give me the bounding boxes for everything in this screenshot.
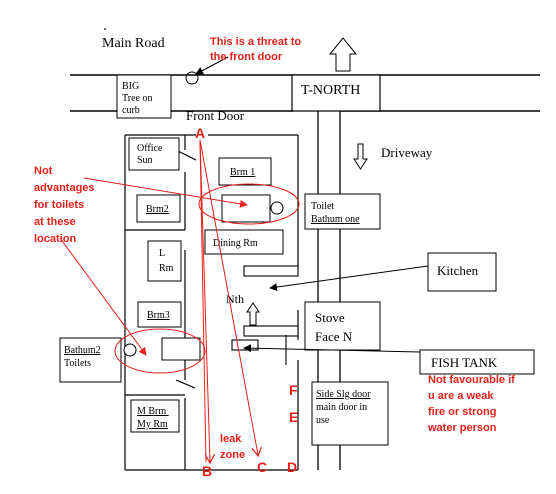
threat-annotation: This is a threat to the front door <box>210 36 304 63</box>
dining-label: Dining Rm <box>213 238 258 249</box>
fish-tank-box <box>419 349 535 375</box>
main-road-label: Main Road <box>102 36 165 51</box>
front-door-label: Front Door <box>186 108 245 123</box>
nth-arrow-icon <box>246 302 260 326</box>
marker-b: B <box>202 463 212 479</box>
marker-f: F <box>289 382 298 398</box>
t-north-label: T-NORTH <box>301 83 360 98</box>
side-door-box <box>311 381 389 446</box>
brm3-label: Brm3 <box>147 310 170 321</box>
toilet-bowl-icon-2 <box>123 343 137 357</box>
fish-tank-label: FISH TANK <box>431 355 498 370</box>
bathum2-box <box>59 337 122 383</box>
side-door-label: Side Slg door main door in use <box>316 389 373 426</box>
stove-label: Stove Face N <box>315 310 353 344</box>
office-room <box>128 137 180 171</box>
north-arrow-icon <box>328 37 358 72</box>
toilet-brm1 <box>221 194 271 223</box>
master-bedroom-label: M Brm My Rm <box>137 406 169 430</box>
office-label: Office Sun <box>137 143 165 166</box>
brm2-room <box>136 194 181 223</box>
not-advantages-annotation: Not advantages for toilets at these loca… <box>34 165 98 245</box>
driveway-label: Driveway <box>381 145 433 160</box>
master-bedroom <box>130 399 180 433</box>
dining-room <box>204 229 284 255</box>
l-room-label: L Rm <box>159 248 174 274</box>
leak-zone-annotation: leak zone <box>220 433 245 461</box>
brm3-room <box>137 301 182 328</box>
brm1-room <box>218 157 272 186</box>
brm2-label: Brm2 <box>146 204 169 215</box>
kitchen-label: Kitchen <box>437 263 479 278</box>
annotation-overlays <box>59 139 300 462</box>
toilet-bathum-label: Toilet Bathum one <box>311 201 360 225</box>
nth-label: Nth <box>226 292 244 306</box>
l-room <box>147 240 182 282</box>
house-walls <box>124 134 299 471</box>
toilet-bowl-icon <box>270 201 284 215</box>
big-tree-label: BIG Tree on curb <box>122 81 155 116</box>
t-north-box <box>291 74 381 112</box>
bathum2-label: Bathum2 Toilets <box>64 345 103 369</box>
driveway-arrow-icon <box>353 143 368 170</box>
kitchen-fixtures <box>231 265 299 365</box>
marker-d: D <box>287 459 297 475</box>
big-tree-box <box>116 74 172 119</box>
marker-a: A <box>195 125 205 141</box>
bath-brm3 <box>161 337 201 361</box>
marker-c: C <box>257 459 267 475</box>
brm1-label: Brm 1 <box>230 167 255 178</box>
toilet-bathum-box <box>304 193 381 230</box>
tree-icon <box>185 71 199 85</box>
not-favourable-annotation: Not favourable if u are a weak fire or s… <box>427 374 518 434</box>
kitchen-box <box>427 252 497 292</box>
marker-e: E <box>289 409 298 425</box>
